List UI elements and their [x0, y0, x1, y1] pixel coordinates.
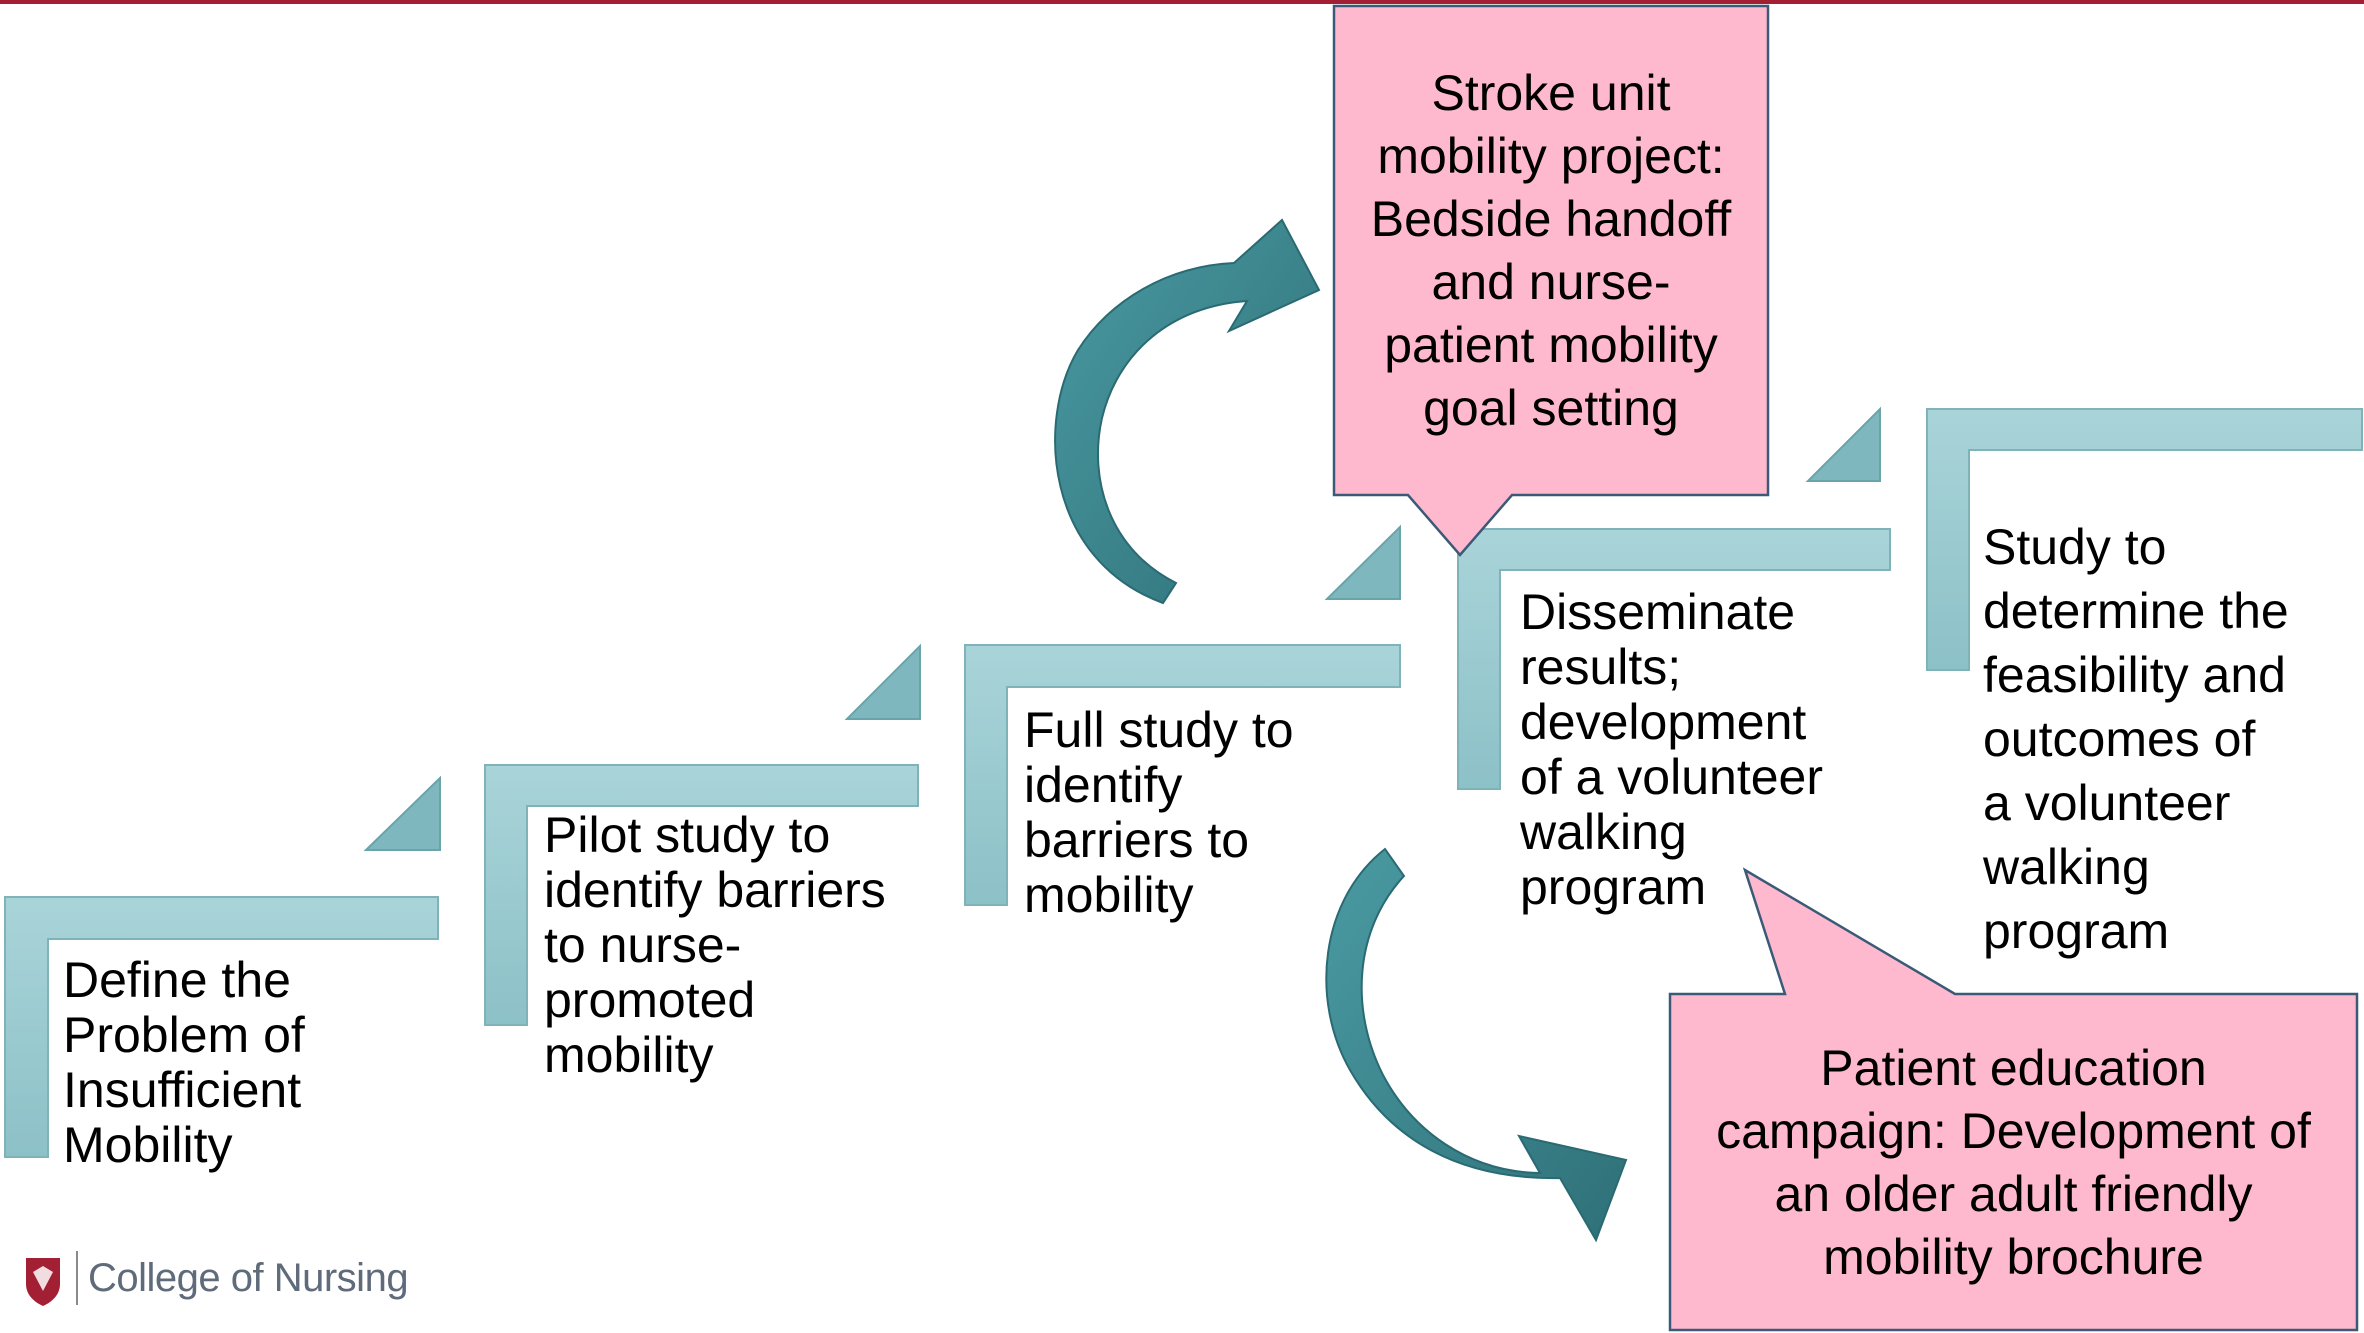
logo-spacer	[24, 1253, 64, 1303]
curved-arrow-down	[1325, 847, 1628, 1243]
step-corner-triangle-4	[1805, 406, 1881, 482]
college-logo-icon	[26, 1258, 60, 1306]
footer-label: College of Nursing	[88, 1255, 409, 1300]
step-2-text: Pilot study to identify barriers to nurs…	[544, 807, 886, 1083]
step-bracket-2	[484, 764, 919, 1026]
callout-stroke-unit-text: Stroke unit mobility project: Bedside ha…	[1370, 65, 1732, 436]
footer-divider	[76, 1251, 78, 1305]
step-bracket-5	[1926, 408, 2363, 671]
step-bracket-1	[4, 896, 439, 1158]
curved-arrow-up	[1054, 218, 1321, 605]
step-bracket-3	[964, 644, 1401, 906]
step-4-text: Disseminate results; development of a vo…	[1520, 584, 1823, 915]
step-bracket-4	[1457, 528, 1891, 790]
top-rule	[0, 0, 2364, 4]
step-corner-triangle-3	[1324, 524, 1401, 600]
step-5-text: Study to determine the feasibility and o…	[1983, 519, 2289, 959]
step-corner-triangle-1	[363, 775, 441, 851]
step-corner-triangle-2	[844, 643, 921, 720]
footer: College of Nursing	[24, 1250, 409, 1306]
step-1-text: Define the Problem of Insufficient Mobil…	[63, 952, 305, 1173]
callout-patient-education-box	[1668, 867, 2359, 1332]
callout-patient-education-text: Patient education campaign: Development …	[1716, 1040, 2311, 1285]
callout-stroke-unit-box	[1332, 4, 1770, 557]
step-3-text: Full study to identify barriers to mobil…	[1024, 702, 1294, 923]
